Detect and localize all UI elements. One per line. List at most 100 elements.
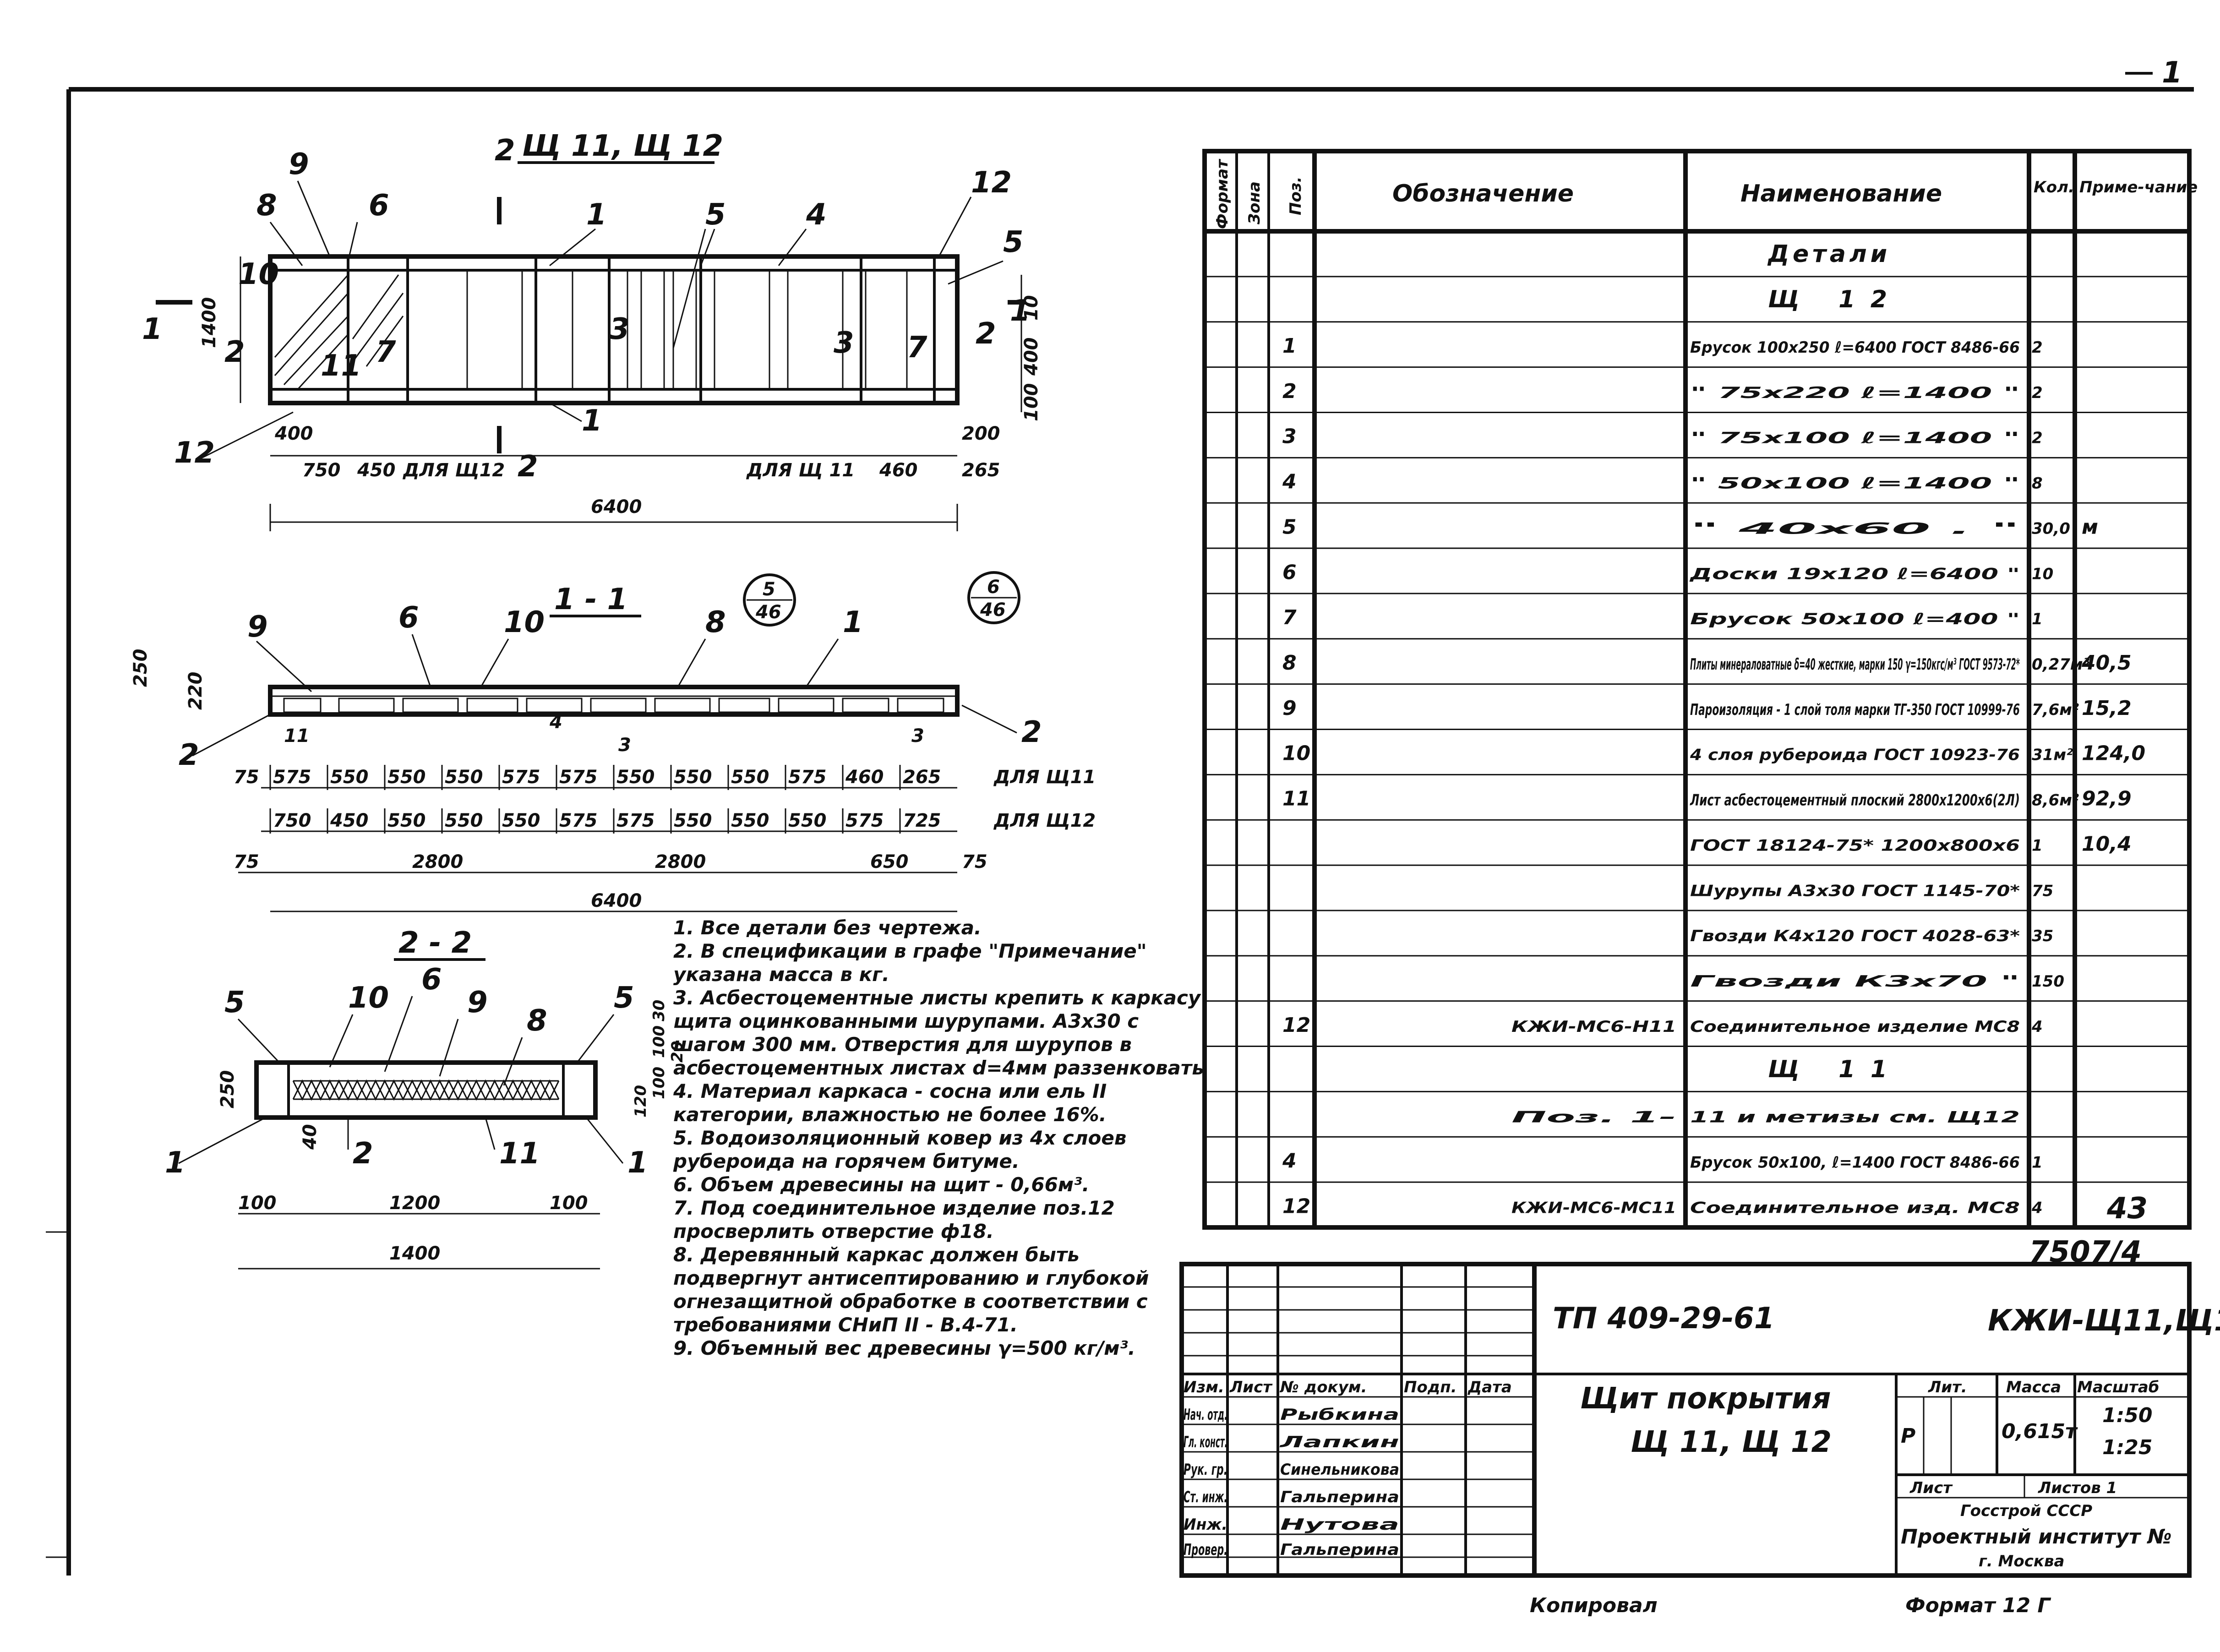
sheet-label: Лист: [1909, 1479, 1953, 1497]
dim: 1200: [389, 1193, 440, 1214]
dim: 2800: [412, 851, 463, 872]
dim: 550: [502, 810, 540, 831]
callout: 2: [1021, 715, 1042, 749]
dim: 550: [387, 767, 426, 788]
notes-list: 1. Все детали без чертежа. 2. В специфик…: [673, 916, 1214, 1360]
header-pos: Поз.: [1287, 177, 1305, 216]
spec-cell-qty: 1: [2032, 836, 2043, 855]
spec-cell-name: " 50х100 ℓ=1400 ": [1690, 474, 2020, 493]
stage-value: Р: [1901, 1424, 1915, 1448]
signature-role: Нач. отд.: [1184, 1406, 1227, 1424]
callout: 3: [911, 725, 924, 747]
node-ref-circle: [743, 573, 796, 627]
callout: 9: [289, 147, 309, 181]
spec-cell-pos: 6: [1282, 561, 1297, 584]
note-item: 7. Под соединительное изделие поз.12 про…: [673, 1197, 1115, 1243]
note-item: 3. Асбестоцементные листы крепить к карк…: [673, 987, 1204, 1079]
section-mark: 2: [495, 134, 515, 168]
callout: 1: [627, 1146, 648, 1180]
page-number: 1: [2162, 56, 2182, 90]
spec-cell-qty: 30,0: [2032, 519, 2070, 538]
dim: 20: [668, 1041, 687, 1063]
node-ref: 6: [987, 577, 1000, 598]
dim: 100: [650, 1025, 668, 1058]
callout: 5: [1003, 225, 1024, 259]
spec-cell-note: 15,2: [2082, 697, 2132, 720]
spec-cell-pos: 12: [1282, 1014, 1310, 1037]
callout: 11: [499, 1137, 540, 1171]
signature-role: Ст. инж.: [1184, 1488, 1227, 1506]
spec-cell-qty: 0,27м³: [2032, 655, 2090, 674]
spec-cell-pos: 8: [1282, 651, 1297, 675]
dim: 100: [650, 1067, 668, 1099]
header-format: Формат: [1213, 158, 1232, 229]
callout: 8: [256, 189, 277, 223]
callout: 4: [806, 198, 827, 232]
signature-name: Лапкин: [1279, 1433, 1399, 1451]
callout: 3: [618, 735, 631, 756]
copied-by: Копировал: [1530, 1594, 1658, 1617]
callout: 10: [348, 981, 389, 1015]
note-item: 4. Материал каркаса - сосна или ель II к…: [673, 1080, 1107, 1126]
spec-cell-qty: 31м²: [2032, 746, 2073, 764]
dim: 100: [550, 1193, 588, 1214]
spec-cell-name: Щ 11: [1768, 1056, 1887, 1083]
section-1-dimensions: 250 220 75: [130, 649, 957, 912]
spec-cell-name: Доски 19х120 ℓ=6400 ": [1689, 565, 2020, 583]
callout: 9: [247, 610, 268, 644]
dim: 75: [234, 851, 259, 872]
section-2-callouts: 5 10 6 9 8 5 1 40 2 11 1: [165, 963, 648, 1180]
callout: 5: [705, 198, 726, 232]
sig-header: № докум.: [1279, 1378, 1367, 1396]
spec-cell-qty: 8,6м²: [2032, 791, 2079, 810]
org-line-2: Проектный институт №: [1901, 1525, 2172, 1548]
callout: 3: [834, 326, 854, 360]
dim: 460: [845, 767, 884, 788]
dim: 75: [962, 851, 987, 872]
spec-cell-note: м: [2082, 515, 2098, 539]
signature-role: Провер.: [1184, 1541, 1227, 1559]
callout: 2: [179, 738, 199, 772]
mass-value: 0,615т: [2002, 1420, 2078, 1443]
section-1-1: 1 - 1 5 46 6 46 9 6: [130, 571, 1096, 912]
sig-header: Подп.: [1404, 1378, 1457, 1396]
sig-header: Лист: [1229, 1378, 1273, 1396]
callout: 3: [609, 312, 630, 346]
dim: 100: [238, 1193, 277, 1214]
scale-value-1: 1:50: [2102, 1404, 2152, 1427]
dim: 2800: [655, 851, 706, 872]
org-line-3: г. Москва: [1979, 1552, 2064, 1570]
sig-header: Изм.: [1184, 1378, 1224, 1396]
dim: 460: [879, 460, 918, 481]
spec-cell-name: Детали: [1767, 240, 1887, 268]
callout: 2: [976, 317, 996, 351]
spec-cell-name: 11 и метизы см. Щ12: [1690, 1108, 2020, 1127]
dim: 400: [274, 423, 313, 444]
spec-cell-pos: 7: [1282, 606, 1297, 629]
signature-name: Нутова: [1280, 1516, 1399, 1534]
note-item: 1. Все детали без чертежа.: [673, 916, 982, 939]
dim: 575: [502, 767, 540, 788]
plan-title: Щ 11, Щ 12: [522, 129, 723, 163]
dim: 750: [273, 810, 311, 831]
format-label: Формат 12 Г: [1905, 1594, 2051, 1617]
spec-cell-name: Плиты минераловатные δ=40 жесткие, марки…: [1690, 655, 2020, 674]
dim: 550: [731, 810, 769, 831]
plan-studs: [274, 255, 936, 404]
dim: 250: [217, 1070, 238, 1109]
spec-cell-qty: 75: [2032, 882, 2053, 900]
callout: 5: [224, 986, 245, 1020]
spec-cell-name: Соединительное изделие МС8: [1690, 1018, 2020, 1036]
section-2-dimensions: 250 100 30 120 100 20 100 1200 100 1400: [217, 1000, 687, 1270]
plan-dimensions: 1400 400 750 450 ДЛЯ Щ12 ДЛЯ Щ 11 460 26…: [199, 256, 1042, 531]
spec-cell-pos: 9: [1282, 697, 1297, 720]
spec-cell-qty: 2: [2032, 338, 2043, 357]
dim: 550: [387, 810, 426, 831]
sheet-number: 43: [2106, 1192, 2148, 1226]
dim-label: ДЛЯ Щ11: [993, 767, 1096, 788]
object-marks: Щ 11, Щ 12: [1631, 1425, 1832, 1459]
